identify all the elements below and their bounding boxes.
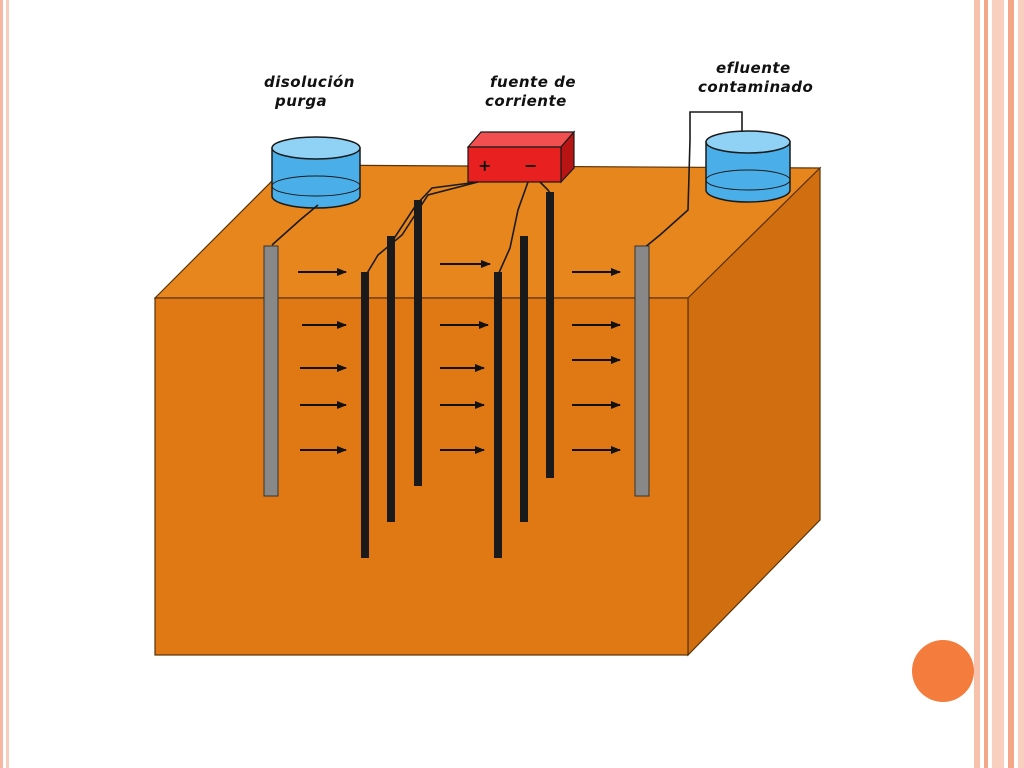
decorative-circle — [912, 640, 974, 702]
electrode-right-middle — [520, 236, 528, 522]
purge-label-line2: purga — [274, 92, 327, 110]
purge-membrane — [263, 245, 279, 497]
electrode-left-back — [414, 200, 422, 486]
plus-sign: + — [478, 156, 491, 175]
power-label-line1: fuente de — [490, 73, 576, 91]
slide-frame-right — [974, 0, 1024, 768]
effluent-label-line2: contaminado — [698, 78, 813, 96]
flow-arrows — [298, 260, 621, 454]
soil-block — [153, 164, 822, 657]
slide-frame-left — [0, 0, 12, 768]
electrodes — [361, 192, 554, 558]
contaminated-effluent-tank — [705, 130, 791, 203]
power-source: + − — [466, 130, 576, 184]
effluent-membrane — [634, 245, 650, 497]
purge-label-line1: disolución — [264, 73, 355, 91]
purge-solution-tank — [271, 136, 361, 209]
electrode-right-front — [494, 272, 502, 558]
wires — [271, 111, 743, 276]
power-label-line2: corriente — [485, 92, 567, 110]
effluent-label-line1: efluente — [716, 59, 791, 77]
minus-sign: − — [524, 156, 537, 175]
electrode-left-front — [361, 272, 369, 558]
electrode-left-middle — [387, 236, 395, 522]
electrode-right-back — [546, 192, 554, 478]
